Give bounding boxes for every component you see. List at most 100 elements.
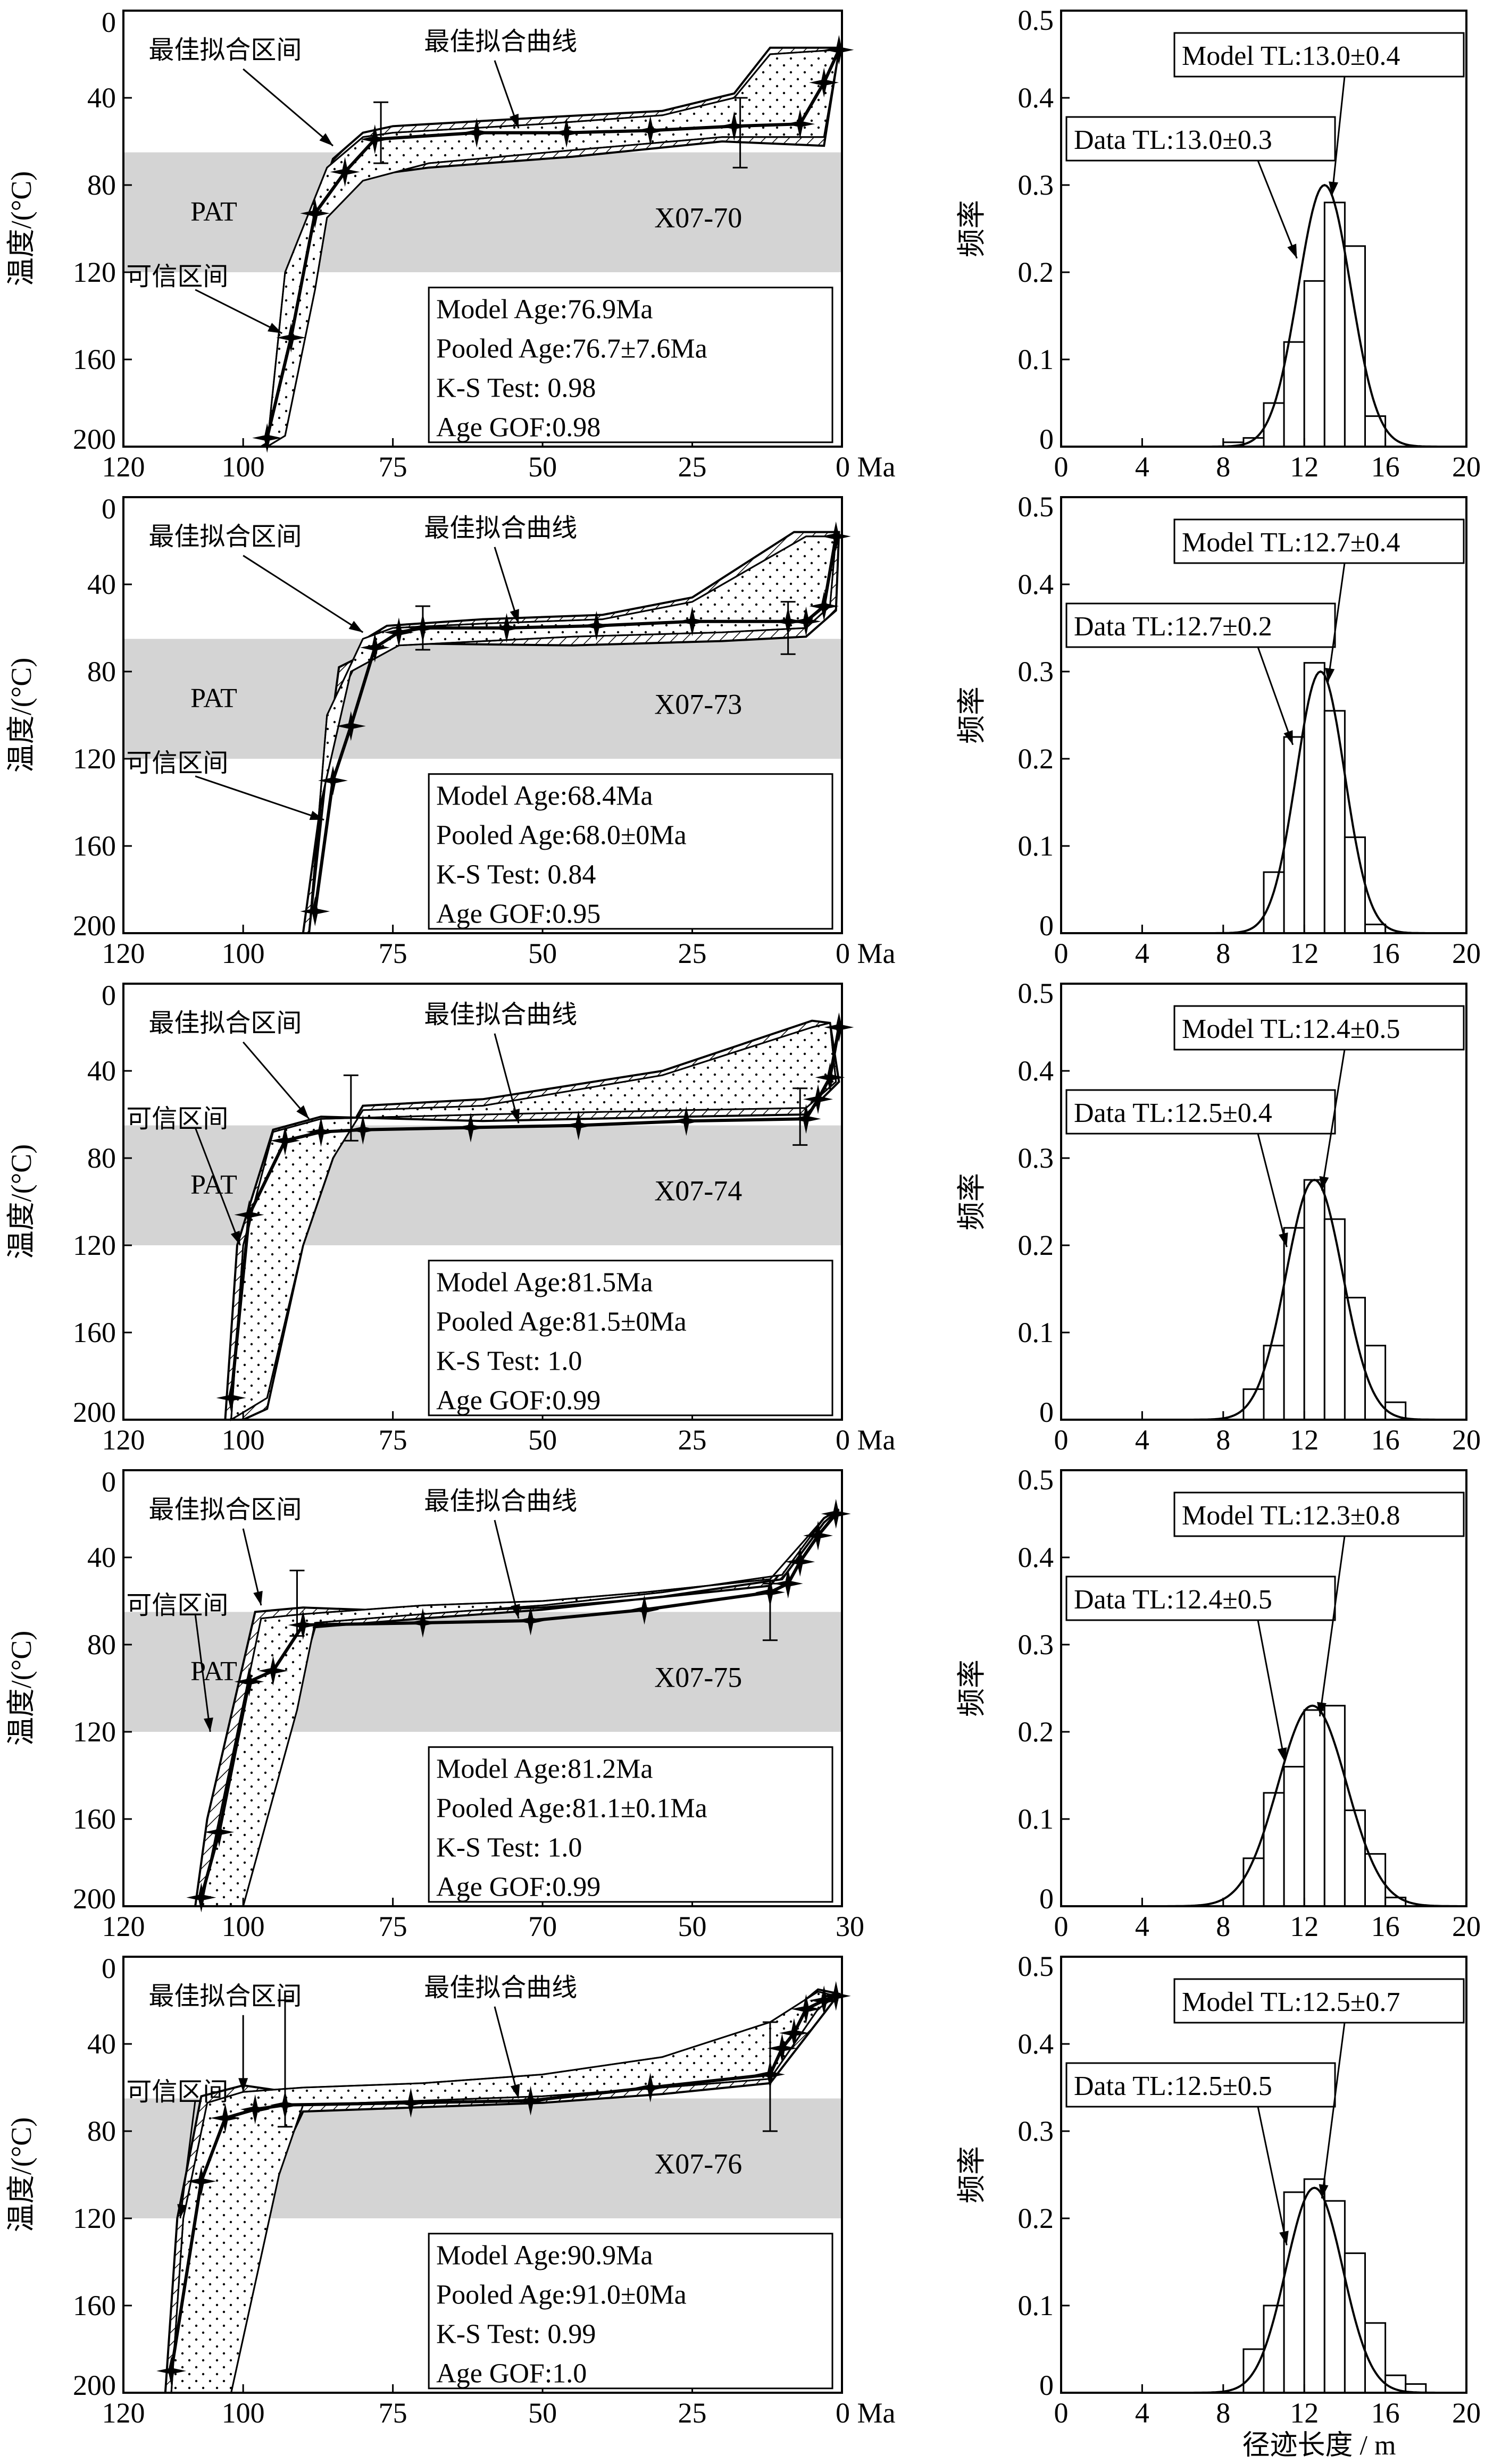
histogram-bar bbox=[1303, 1709, 1325, 1907]
y-tick-label: 0 bbox=[1039, 1883, 1054, 1915]
x-tick-label: 4 bbox=[1135, 2397, 1149, 2429]
x-tick-label: 25 bbox=[678, 451, 707, 483]
best-fit-point bbox=[270, 1126, 300, 1156]
stats-box bbox=[428, 773, 833, 930]
y-tick-label: 120 bbox=[73, 1229, 116, 1261]
y-tick-label: 0 bbox=[102, 1952, 116, 1984]
arrow-good-fit-envelope-head bbox=[238, 2078, 248, 2092]
x-tick-label: 8 bbox=[1216, 1910, 1230, 1942]
best-fit-point bbox=[407, 613, 438, 643]
arrow-model-tl-shaft bbox=[1321, 2022, 1346, 2199]
data-tl-box bbox=[1065, 1575, 1336, 1621]
histogram-bar bbox=[1323, 2200, 1346, 2394]
plot-frame bbox=[122, 1469, 843, 1907]
best-fit-point bbox=[563, 1110, 594, 1141]
arrow-model-tl-shaft bbox=[1319, 1536, 1346, 1717]
histogram-bar bbox=[1303, 1179, 1325, 1421]
x-tick-label: 20 bbox=[1452, 937, 1481, 969]
good-fit-envelope bbox=[230, 1021, 837, 1421]
sample-label: X07-70 bbox=[654, 202, 742, 234]
arrow-data-tl bbox=[1257, 1620, 1287, 1762]
x-tick-label: 0 bbox=[1054, 451, 1069, 483]
plot-frame bbox=[122, 983, 843, 1421]
y-tick-label: 200 bbox=[73, 423, 116, 455]
y-tick-label: 40 bbox=[87, 1541, 116, 1573]
x-tick-label: 8 bbox=[1216, 451, 1230, 483]
arrow-data-tl bbox=[1257, 2106, 1289, 2245]
arrow-good-fit-envelope-shaft bbox=[243, 555, 364, 633]
plot-frame bbox=[122, 1956, 843, 2394]
x-tick-label: 16 bbox=[1371, 451, 1400, 483]
best-fit-point bbox=[635, 2073, 665, 2102]
data-tl-box bbox=[1065, 116, 1336, 162]
y-tick-label: 0 bbox=[102, 979, 116, 1011]
y-tick-label: 0.1 bbox=[1018, 2290, 1054, 2321]
plot-frame bbox=[1060, 1469, 1467, 1907]
y-tick-label: 0.5 bbox=[1018, 977, 1054, 1009]
data-tl-label: Data TL:12.4±0.5 bbox=[1074, 1585, 1272, 1615]
y-tick-label: 80 bbox=[87, 169, 116, 201]
y-tick-label: 0.5 bbox=[1018, 4, 1054, 36]
data-tl-box bbox=[1065, 1089, 1336, 1135]
y-tick-label: 200 bbox=[73, 910, 116, 942]
stats-line: Pooled Age:68.0±0Ma bbox=[436, 820, 687, 851]
arrow-model-tl-head bbox=[1319, 2184, 1329, 2199]
y-tick-label: 200 bbox=[73, 2369, 116, 2401]
best-fit-curve bbox=[265, 49, 841, 439]
y-tick-label: 0.3 bbox=[1018, 1142, 1054, 1174]
arrow-data-tl-head bbox=[1279, 1232, 1288, 1247]
label-acceptable-envelope: 可信区间 bbox=[126, 2078, 228, 2106]
x-tick-label: 70 bbox=[528, 1910, 557, 1942]
arrow-data-tl-head bbox=[1277, 1747, 1287, 1762]
label-good-fit-envelope: 最佳拟合区间 bbox=[148, 1009, 302, 1037]
arrow-good-fit-envelope bbox=[243, 555, 364, 633]
arrow-data-tl-head bbox=[1283, 730, 1293, 745]
y-tick-label: 0.2 bbox=[1018, 1229, 1054, 1261]
x-tick-label: 0 bbox=[1054, 2397, 1069, 2429]
best-fit-point bbox=[276, 323, 306, 353]
y-tick-label: 40 bbox=[87, 2028, 116, 2060]
histogram-bar bbox=[1323, 710, 1346, 934]
x-tick-label: 25 bbox=[678, 937, 707, 969]
y-tick-label: 0.2 bbox=[1018, 2202, 1054, 2234]
pat-band bbox=[123, 152, 842, 272]
label-good-fit-envelope: 最佳拟合区间 bbox=[148, 523, 302, 551]
y-tick-label: 160 bbox=[73, 830, 116, 862]
best-fit-point bbox=[719, 111, 749, 141]
x-tick-label: 0 Ma bbox=[836, 937, 896, 969]
best-fit-point bbox=[240, 2094, 270, 2124]
best-fit-point bbox=[515, 2085, 546, 2116]
best-fit-point bbox=[360, 632, 390, 663]
label-acceptable-envelope: 可信区间 bbox=[126, 1591, 228, 1620]
best-fit-point bbox=[383, 617, 414, 648]
model-tl-box bbox=[1173, 518, 1465, 564]
best-fit-point bbox=[803, 1521, 833, 1551]
best-fit-point bbox=[809, 1985, 839, 2015]
y-tick-label: 0 bbox=[1039, 1396, 1054, 1428]
stats-box bbox=[428, 287, 833, 443]
x-tick-label: 20 bbox=[1452, 1424, 1481, 1456]
y-tick-label: 40 bbox=[87, 1055, 116, 1087]
stats-line: Age GOF:0.98 bbox=[436, 413, 600, 443]
best-fit-point bbox=[330, 157, 360, 187]
x-tick-label: 12 bbox=[1290, 2397, 1319, 2429]
frequency-axis-label: 频率 bbox=[956, 2146, 988, 2203]
arrow-best-fit-curve bbox=[494, 2006, 520, 2099]
data-tl-label: Data TL:12.5±0.5 bbox=[1074, 2071, 1272, 2101]
x-tick-label: 120 bbox=[102, 1910, 145, 1942]
best-fit-point bbox=[791, 1104, 821, 1134]
y-tick-label: 0.3 bbox=[1018, 656, 1054, 688]
y-tick-label: 80 bbox=[87, 1142, 116, 1174]
label-good-fit-envelope: 最佳拟合区间 bbox=[148, 1982, 302, 2010]
x-tick-label: 120 bbox=[102, 1424, 145, 1456]
histogram-bar bbox=[1283, 1227, 1305, 1421]
label-acceptable-envelope: 可信区间 bbox=[126, 1105, 228, 1133]
best-fit-point bbox=[258, 1656, 288, 1686]
best-fit-point bbox=[234, 1666, 264, 1697]
best-fit-point bbox=[318, 766, 348, 795]
stats-line: Pooled Age:76.7±7.6Ma bbox=[436, 334, 707, 364]
x-tick-label: 16 bbox=[1371, 1910, 1400, 1942]
